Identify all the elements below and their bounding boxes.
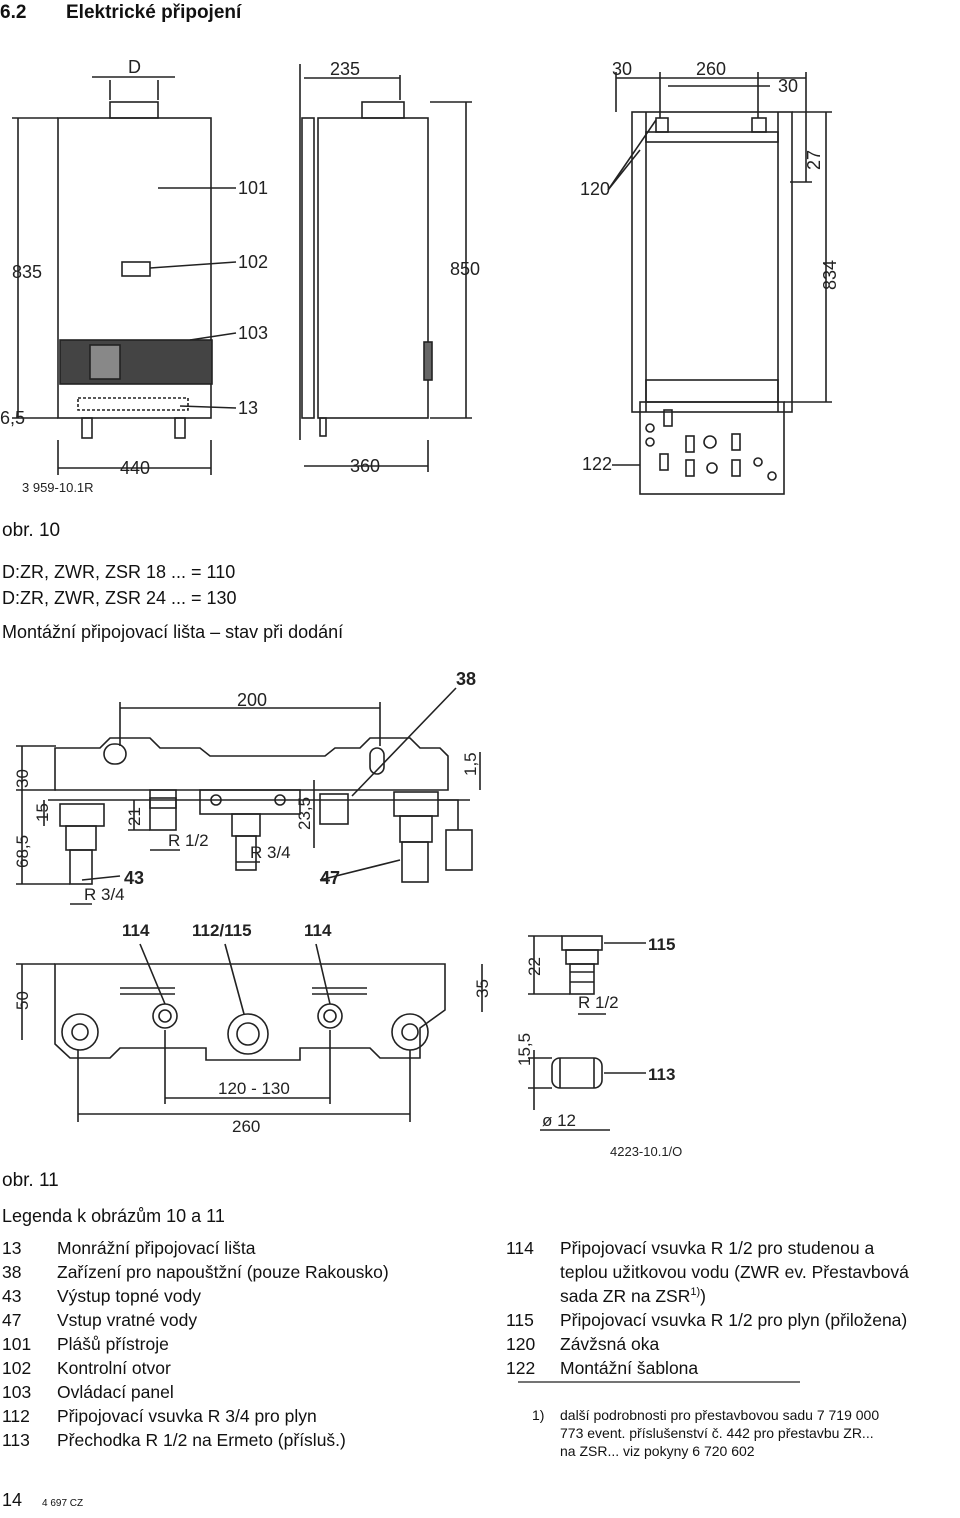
dim-200: 200 xyxy=(237,690,267,710)
dim-21: 21 xyxy=(125,807,144,826)
dim-35: 35 xyxy=(473,979,492,998)
fig10-labels: D 235 30 260 30 27 835 850 834 6,5 440 3… xyxy=(0,57,840,495)
callout-114-b: 114 xyxy=(304,921,332,940)
dim-260-bottom: 260 xyxy=(232,1117,260,1136)
dim-235: 235 xyxy=(330,59,360,79)
dim-23-5: 23,5 xyxy=(295,797,314,830)
legend-item-number: 115 xyxy=(506,1310,534,1330)
dim-360: 360 xyxy=(350,456,380,476)
callout-13: 13 xyxy=(238,398,258,418)
legend-item-number: 13 xyxy=(2,1238,22,1258)
dim-15: 15 xyxy=(33,803,52,822)
fig11-code: 4223-10.1/O xyxy=(610,1144,682,1159)
dim-834: 834 xyxy=(820,260,840,290)
dim-850: 850 xyxy=(450,259,480,279)
fig11-labels: 200 38 30 15 68,5 21 23,5 1,5 R 1/2 R 3/… xyxy=(13,669,682,1159)
dim-30b: 30 xyxy=(778,76,798,96)
fig10-caption: obr. 10 xyxy=(2,520,61,541)
legend-item-number: 101 xyxy=(2,1334,32,1354)
thread-r12: R 1/2 xyxy=(168,831,209,850)
dim-30: 30 xyxy=(13,769,32,788)
footnote-reference: 1) xyxy=(690,1286,701,1299)
document-code: 4 697 CZ xyxy=(42,1498,84,1509)
callout-112-115: 112/115 xyxy=(192,921,252,940)
legend-item-text: teplou užitkovou vodu (ZWR ev. Přestavbo… xyxy=(560,1262,909,1282)
fig11-caption: obr. 11 xyxy=(2,1170,59,1191)
fig10-line-1: D:ZR, ZWR, ZSR 18 ... = 110 xyxy=(2,562,236,582)
dim-27: 27 xyxy=(804,150,824,170)
fig11-fittings-view xyxy=(528,935,646,1131)
callout-122: 122 xyxy=(582,454,612,474)
callout-101: 101 xyxy=(238,178,268,198)
footnote-line: 773 event. příslušenství č. 442 pro přes… xyxy=(560,1425,874,1441)
legend-item-number: 102 xyxy=(2,1358,32,1378)
dim-6-5: 6,5 xyxy=(0,408,25,428)
dim-30a: 30 xyxy=(612,59,632,79)
callout-47: 47 xyxy=(320,868,340,888)
legend-item-text: Závžsná oka xyxy=(560,1334,660,1354)
legend-item-number: 47 xyxy=(2,1310,22,1330)
dim-120-130: 120 - 130 xyxy=(218,1079,290,1098)
legend-item-text-tail: ) xyxy=(700,1286,706,1306)
footnote-line: na ZSR... viz pokyny 6 720 602 xyxy=(560,1443,755,1459)
dim-440: 440 xyxy=(120,458,150,478)
dim-d12: ø 12 xyxy=(542,1111,576,1130)
callout-114-a: 114 xyxy=(122,921,150,940)
callout-115: 115 xyxy=(648,935,675,954)
fig10-side-view xyxy=(299,64,472,472)
legend-item-number: 114 xyxy=(506,1238,534,1258)
fig11-top-view xyxy=(16,687,481,905)
dim-835: 835 xyxy=(12,262,42,282)
fig10-subtitle: Montážní připojovací lišta – stav při do… xyxy=(2,622,344,642)
callout-120: 120 xyxy=(580,179,610,199)
fig10-code: 3 959-10.1R xyxy=(22,480,94,495)
legend-item-number: 113 xyxy=(2,1430,30,1450)
legend-item-text: Připojovací vsuvka R 1/2 pro plyn (přilo… xyxy=(560,1310,908,1330)
dim-15-5: 15,5 xyxy=(515,1033,534,1066)
fig11-bottom-view xyxy=(16,943,483,1122)
legend-item-number: 122 xyxy=(506,1358,536,1378)
legend-item-number: 120 xyxy=(506,1334,536,1354)
legend-title: Legenda k obrázům 10 a 11 xyxy=(2,1206,225,1226)
callout-103: 103 xyxy=(238,323,268,343)
legend-item-text: Výstup topné vody xyxy=(57,1286,201,1306)
callout-113: 113 xyxy=(648,1065,675,1084)
legend-item-number: 43 xyxy=(2,1286,22,1306)
section-title: Elektrické připojení xyxy=(66,2,242,23)
thread-r34-b: R 3/4 xyxy=(84,885,125,904)
callout-38: 38 xyxy=(456,669,476,689)
fig10-front-view xyxy=(12,76,237,475)
legend-item-text: Monrážní připojovací lišta xyxy=(57,1238,256,1258)
fig10-rear-view xyxy=(607,72,832,495)
dim-d: D xyxy=(128,57,141,77)
legend-item-text: Kontrolní otvor xyxy=(57,1358,171,1378)
fig10-line-2: D:ZR, ZWR, ZSR 24 ... = 130 xyxy=(2,588,237,608)
callout-102: 102 xyxy=(238,252,268,272)
footnote-mark: 1) xyxy=(532,1407,545,1423)
legend-item-number: 112 xyxy=(2,1406,30,1426)
thread-r12-b: R 1/2 xyxy=(578,993,619,1012)
legend-item-number: 103 xyxy=(2,1382,32,1402)
dim-68-5: 68,5 xyxy=(13,835,32,868)
dim-1-5: 1,5 xyxy=(461,752,480,776)
dim-260-top: 260 xyxy=(696,59,726,79)
legend-item-text: Montážní šablona xyxy=(560,1358,699,1378)
legend-item-text: Připojovací vsuvka R 1/2 pro studenou a xyxy=(560,1238,875,1258)
callout-43: 43 xyxy=(124,868,144,888)
page-number: 14 xyxy=(2,1490,23,1510)
legend-item-number: 38 xyxy=(2,1262,22,1282)
legend-item-text: Vstup vratné vody xyxy=(57,1310,198,1330)
dim-22: 22 xyxy=(525,957,544,976)
legend-item-text: Zařízení pro napouštžní (pouze Rakousko) xyxy=(57,1262,389,1282)
legend-item-text: Připojovací vsuvka R 3/4 pro plyn xyxy=(57,1406,317,1426)
section-number: 6.2 xyxy=(0,2,27,23)
legend-item-text: Přechodka R 1/2 na Ermeto (přísluš.) xyxy=(57,1430,346,1450)
dim-50: 50 xyxy=(13,991,32,1010)
legend-item-text: Plášů přístroje xyxy=(57,1334,169,1354)
legend-item-text: sada ZR na ZSR xyxy=(560,1286,691,1306)
thread-r34-a: R 3/4 xyxy=(250,843,291,862)
footnote-line: další podrobnosti pro přestavbovou sadu … xyxy=(560,1407,880,1423)
legend-item-text: Ovládací panel xyxy=(57,1382,174,1402)
